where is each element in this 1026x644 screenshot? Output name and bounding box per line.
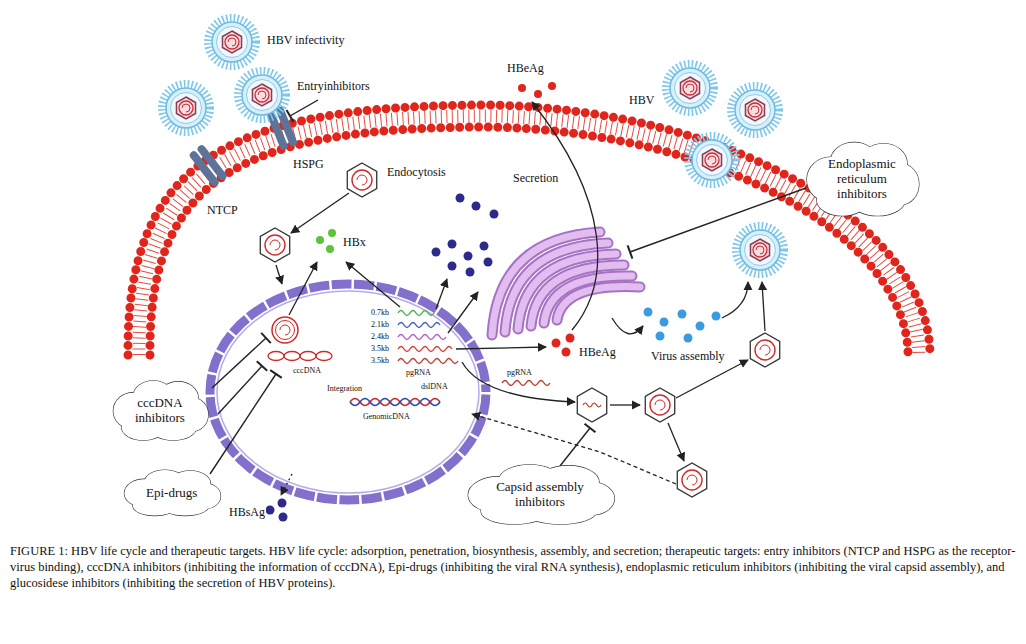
hbx-protein: [316, 229, 336, 253]
cloud-text: Capsid assembly inhibitors: [488, 479, 592, 509]
pgrna-strand: [502, 381, 550, 386]
surface-protein-dots: [266, 194, 499, 522]
label: 2.4kb: [370, 332, 390, 341]
label: Endocytosis: [386, 166, 447, 180]
hbeag-dots: [518, 82, 575, 357]
label: GenomicDNA: [362, 412, 411, 421]
label: 3.5kb: [370, 356, 390, 365]
label: 3.5kb: [370, 344, 390, 353]
label: pgRNA: [405, 368, 432, 377]
capsids: [260, 163, 779, 497]
life-cycle-arrows: [276, 102, 765, 495]
label: cccDNA: [292, 366, 322, 375]
endoplasmic-reticulum: [492, 232, 640, 335]
label: HBV: [628, 94, 655, 108]
label: pgRNA: [506, 368, 533, 377]
label: 0.7kb: [370, 308, 390, 317]
hbv-virions: [162, 18, 784, 274]
label: HSPG: [292, 158, 325, 172]
cloud-text: Endoplasmic reticulum inhibitors: [828, 156, 896, 201]
inhibitor-cloud: Epi-drugs: [121, 468, 222, 517]
label: Entryinhibitors: [296, 80, 371, 94]
nucleus: [210, 284, 486, 500]
label: Secretion: [512, 172, 559, 186]
dna-helix: [350, 399, 440, 406]
ntcp-receptor: [188, 144, 228, 188]
label: 2.1kb: [370, 320, 390, 329]
envelope-dots: [644, 308, 721, 343]
label: HBeAg: [578, 346, 617, 360]
cccdna-symbol: [268, 317, 332, 361]
label: HBx: [342, 236, 367, 250]
label: HBV infectivity: [266, 34, 345, 48]
label: dslDNA: [420, 382, 449, 391]
cloud-text: Epi-drugs: [146, 485, 197, 500]
inhibitor-cloud: Endoplasmic reticulum inhibitors: [803, 139, 921, 218]
inhibitor-lines: [210, 100, 806, 474]
label: HBeAg: [506, 62, 545, 76]
inhibitor-cloud: cccDNA inhibitors: [110, 378, 210, 442]
label: Integration: [326, 384, 363, 393]
viral-transcripts: [398, 311, 458, 364]
label: HBsAg: [228, 506, 266, 520]
inhibitor-cloud: Capsid assembly inhibitors: [463, 462, 617, 526]
label: NTCP: [206, 204, 239, 218]
label: Virus assembly: [650, 350, 726, 364]
cloud-text: cccDNA inhibitors: [135, 395, 185, 425]
figure-caption: FIGURE 1: HBV life cycle and therapeutic…: [10, 543, 1016, 591]
